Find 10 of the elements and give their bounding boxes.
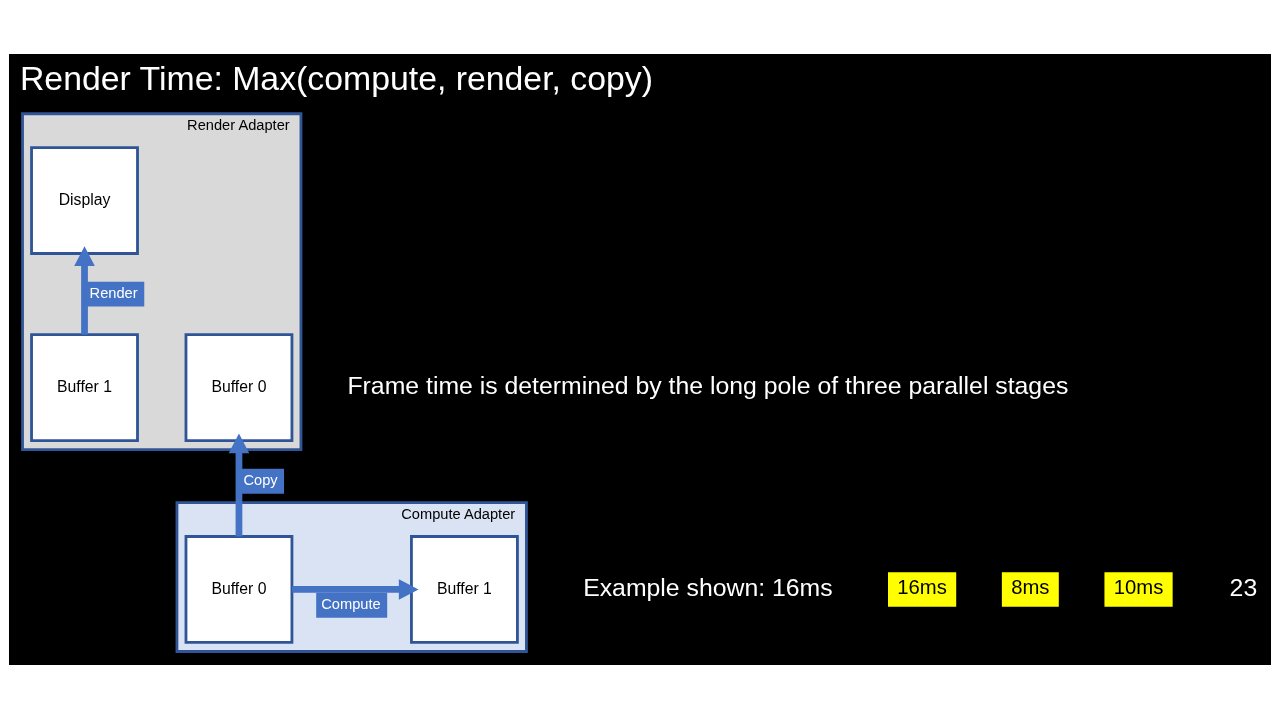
edge-label: Compute: [321, 596, 381, 613]
label: Frame time is determined by the long pole of three parallel stages: [347, 372, 1069, 399]
label: 16ms: [897, 576, 947, 599]
label: 10ms: [1113, 576, 1164, 599]
label: 8ms: [1011, 576, 1050, 599]
label: 23: [1229, 573, 1258, 601]
edge-label: Copy: [243, 472, 278, 489]
label: Example shown: 16ms: [583, 573, 833, 601]
diagram-title: Render Time: Max(compute, render, copy): [19, 59, 653, 98]
edge-label: Render: [89, 284, 138, 301]
